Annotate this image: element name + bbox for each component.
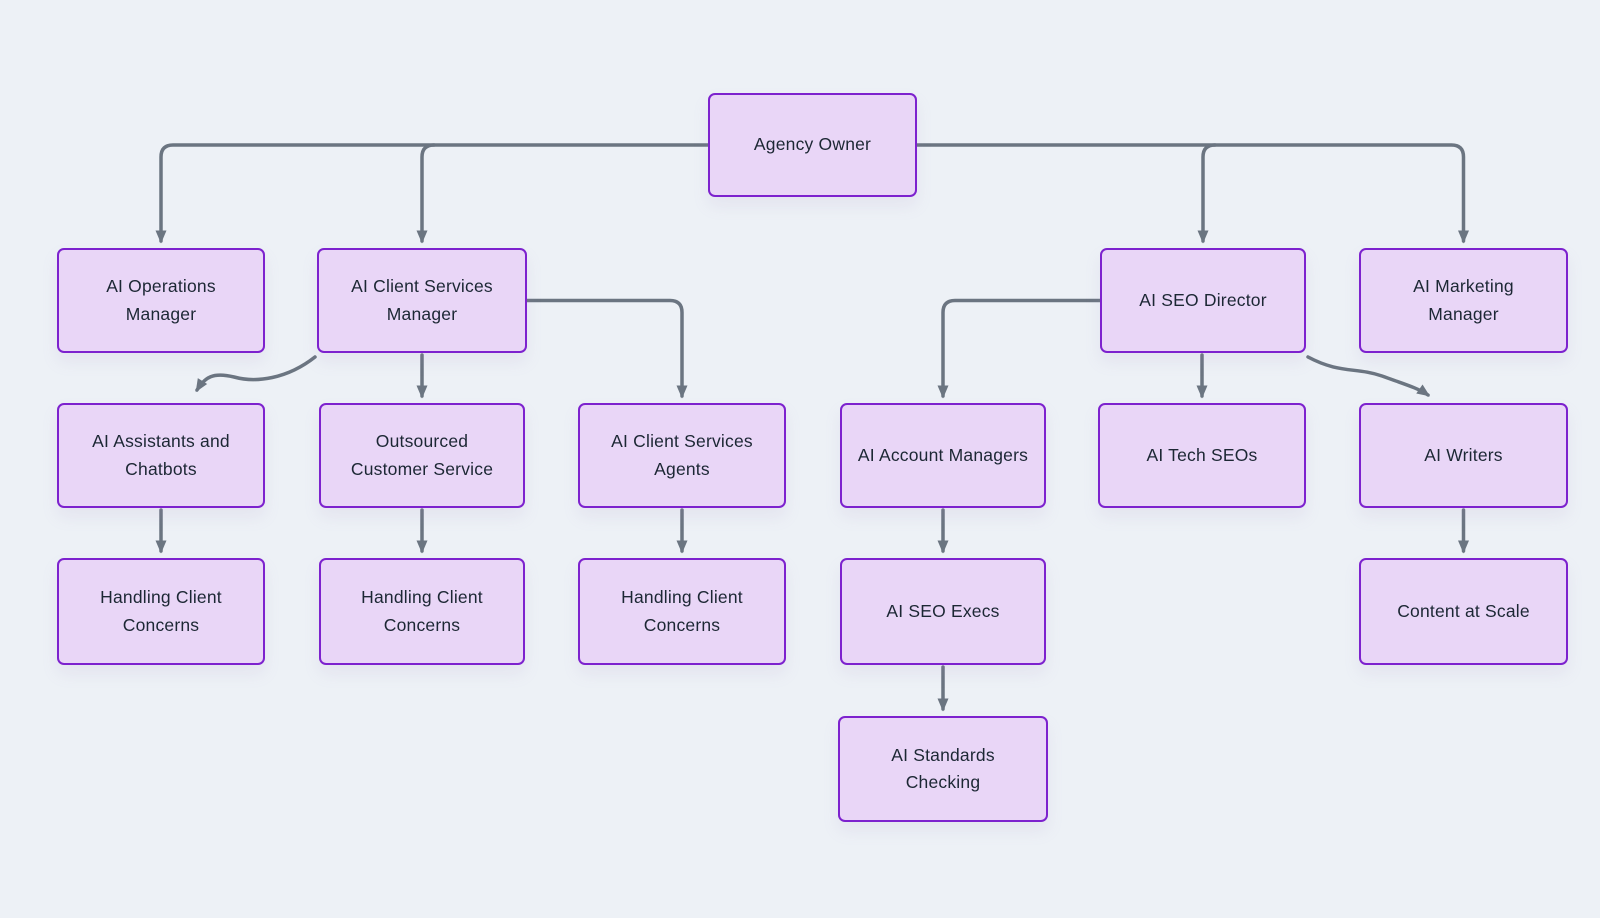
node-ai-seo-execs: AI SEO Execs — [840, 558, 1046, 665]
node-content-at-scale: Content at Scale — [1359, 558, 1568, 665]
edge-agency-owner--ai-seo-director — [1197, 143, 1217, 244]
edge-agency-owner--ai-operations-manager — [155, 143, 710, 244]
edge-agency-owner--ai-client-services-manager — [416, 143, 436, 244]
node-agency-owner: Agency Owner — [708, 93, 917, 197]
node-outsourced-customer-service: Outsourced Customer Service — [319, 403, 525, 508]
node-ai-marketing-manager: AI Marketing Manager — [1359, 248, 1568, 353]
edge-ai-client-services-manager--ai-assistants-and-chatbots — [195, 355, 317, 393]
node-handling-client-concerns-2: Handling Client Concerns — [319, 558, 525, 665]
node-handling-client-concerns-1: Handling Client Concerns — [57, 558, 265, 665]
node-handling-client-concerns-3: Handling Client Concerns — [578, 558, 786, 665]
node-ai-standards-checking: AI Standards Checking — [838, 716, 1048, 822]
node-ai-operations-manager: AI Operations Manager — [57, 248, 265, 353]
edge-ai-seo-director--ai-writers — [1306, 355, 1431, 397]
node-ai-tech-seos: AI Tech SEOs — [1098, 403, 1306, 508]
node-ai-account-managers: AI Account Managers — [840, 403, 1046, 508]
node-ai-client-services-manager: AI Client Services Manager — [317, 248, 527, 353]
edge-agency-owner--ai-marketing-manager — [915, 143, 1469, 244]
node-ai-seo-director: AI SEO Director — [1100, 248, 1306, 353]
node-ai-client-services-agents: AI Client Services Agents — [578, 403, 786, 508]
node-ai-assistants-and-chatbots: AI Assistants and Chatbots — [57, 403, 265, 508]
node-ai-writers: AI Writers — [1359, 403, 1568, 508]
edge-ai-seo-director--ai-account-managers — [937, 298, 1102, 399]
edge-ai-client-services-manager--ai-client-services-agents — [525, 298, 688, 399]
